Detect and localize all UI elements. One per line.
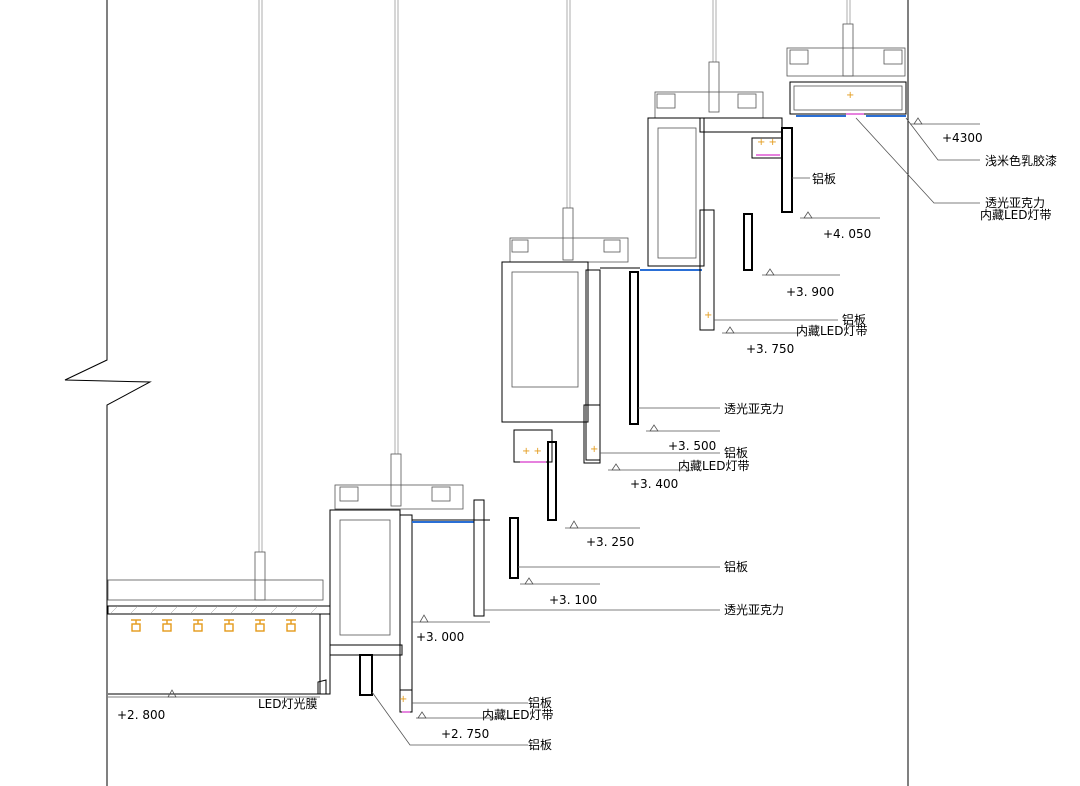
hidden-led-label-2750: 内藏LED灯带	[482, 708, 554, 722]
elevation-marks	[108, 117, 980, 719]
svg-text:+ +: + +	[757, 137, 777, 148]
aluminum-label-3100: 铝板	[724, 560, 749, 574]
acrylic-label-4300: 透光亚克力	[985, 196, 1046, 210]
ceiling-step-1	[107, 605, 331, 695]
aluminum-label-bottom: 铝板	[528, 738, 553, 752]
leader-lines	[371, 117, 980, 746]
elevation-3400: +3. 400	[630, 477, 679, 491]
hidden-led-label-4300: 内藏LED灯带	[980, 208, 1052, 222]
elevation-3100: +3. 100	[549, 593, 598, 607]
hidden-led-label-3400: 内藏LED灯带	[678, 459, 750, 473]
hidden-led-label-3750: 内藏LED灯带	[796, 324, 868, 338]
elevation-4300: +4300	[942, 131, 983, 145]
svg-text:+: +	[846, 90, 854, 101]
acrylic-label-3500: 透光亚克力	[724, 402, 785, 416]
elevation-4050: +4. 050	[823, 227, 872, 241]
aluminum-label-3400: 铝板	[724, 446, 749, 460]
svg-text:+: +	[704, 310, 712, 321]
ceiling-step-4	[647, 117, 793, 331]
elevation-3000: +3. 000	[416, 630, 465, 644]
ceiling-step-5	[789, 81, 907, 117]
ceiling-step-2	[329, 499, 519, 713]
led-strip-markers: + + + + + + + +	[399, 90, 854, 713]
elevation-2800: +2. 800	[117, 708, 166, 722]
elevation-3900: +3. 900	[786, 285, 835, 299]
acrylic-label-3100: 透光亚克力	[724, 603, 785, 617]
hanger-clips	[254, 23, 854, 601]
hanger-rods	[258, 0, 851, 552]
aluminum-label-3750: 铝板	[842, 313, 867, 327]
svg-text:+: +	[399, 694, 407, 705]
aluminum-label-4050: 铝板	[812, 172, 837, 186]
svg-text:+: +	[590, 444, 598, 455]
break-symbol	[64, 357, 152, 410]
elevation-3750: +3. 750	[746, 342, 795, 356]
led-film-label: LED灯光膜	[258, 697, 318, 711]
latex-paint-label: 浅米色乳胶漆	[985, 154, 1058, 168]
carrier-channels	[107, 47, 906, 601]
elevation-3250: +3. 250	[586, 535, 635, 549]
aluminum-label-2750: 铝板	[528, 696, 553, 710]
elevation-2750: +2. 750	[441, 727, 490, 741]
elevation-3500: +3. 500	[668, 439, 717, 453]
svg-text:+ +: + +	[522, 446, 542, 457]
led-lamp-row	[131, 619, 296, 632]
